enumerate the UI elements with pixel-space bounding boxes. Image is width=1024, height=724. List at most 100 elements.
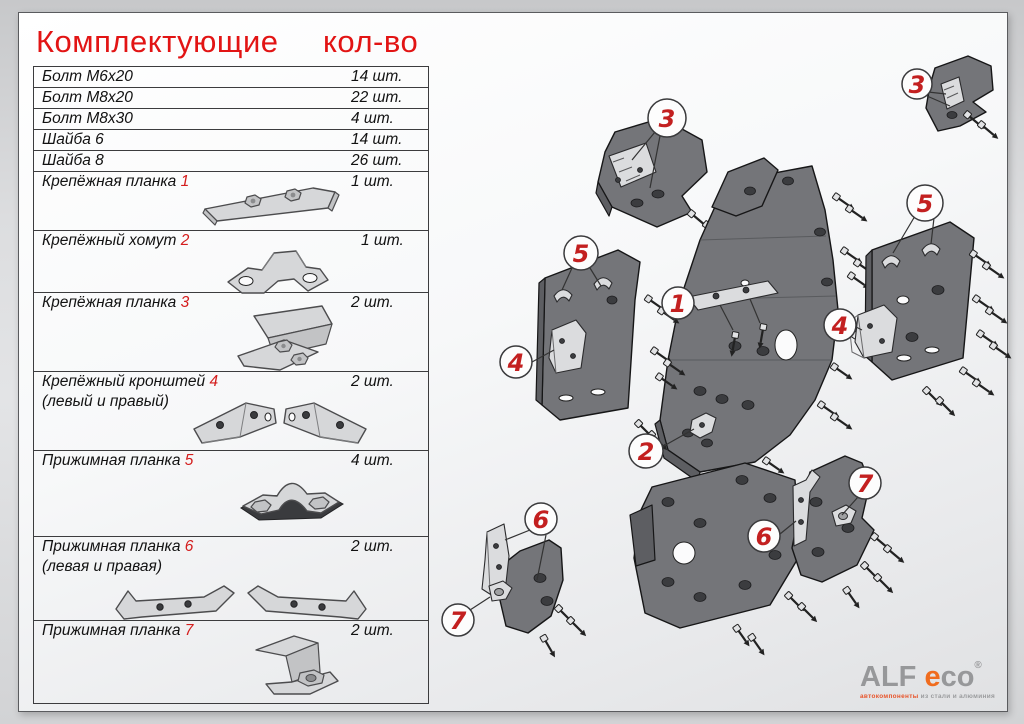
mounting-plate-1 xyxy=(687,280,779,359)
logo-tagline-accent: автокомпоненты xyxy=(860,693,919,700)
callout-7: 7 xyxy=(848,466,882,500)
table-row: Болт М6х20 14 шт. xyxy=(34,67,428,88)
callout-3: 3 xyxy=(901,68,933,100)
part-ref: 2 xyxy=(180,232,190,249)
part-name: Крепёжный хомут 2 xyxy=(42,232,189,250)
thumb-bracket-4-pair xyxy=(193,402,367,444)
bottom-middle-plate xyxy=(629,455,842,659)
strip-6-left xyxy=(481,523,510,597)
table-row: Крепёжный хомут 2 1 шт. xyxy=(34,231,428,293)
logo-tagline-rest: из стали и алюминия xyxy=(918,693,996,700)
table-row: Шайба 8 26 шт. xyxy=(34,151,428,172)
bolt-head-icon xyxy=(250,496,330,513)
part-name-text: Крепёжная планка xyxy=(42,294,177,311)
part-qty: 26 шт. xyxy=(351,152,403,169)
part-qty: 2 шт. xyxy=(351,538,394,555)
side-panel-left xyxy=(535,249,689,454)
thumb-clamp-2 xyxy=(227,250,329,294)
part-name: Болт М8х20 xyxy=(42,89,133,106)
part-qty: 22 шт. xyxy=(351,89,403,106)
alfeco-logo: ALF eco® автокомпоненты из стали и алюми… xyxy=(860,651,996,700)
thumb-clamp-5 xyxy=(240,482,344,521)
svg-text:6: 6 xyxy=(533,506,550,534)
part-qty: 2 шт. xyxy=(351,294,394,311)
part-name-text: Крепёжный хомут xyxy=(42,232,177,249)
callout-6: 6 xyxy=(747,519,781,553)
part-name: Крепёжная планка 1 xyxy=(42,173,189,191)
main-skid-plate xyxy=(654,157,879,518)
part-name-text: Прижимная планка xyxy=(42,452,181,469)
part-name-text: Крепёжная планка xyxy=(42,173,177,190)
thumb-plate-1 xyxy=(202,187,340,226)
svg-text:6: 6 xyxy=(756,523,773,551)
table-row: Болт М8х20 22 шт. xyxy=(34,88,428,109)
callout-2: 2 xyxy=(628,433,664,469)
callout-4: 4 xyxy=(499,345,533,379)
part-name: Прижимная планка 6 xyxy=(42,538,193,556)
svg-text:3: 3 xyxy=(659,105,676,133)
bracket-4-right xyxy=(848,304,898,359)
page-title-quantity: кол-во xyxy=(323,24,419,59)
part-qty: 14 шт. xyxy=(351,68,403,85)
table-row: Болт М8х30 4 шт. xyxy=(34,109,428,130)
zbracket-7-left xyxy=(488,580,513,602)
table-row: Крепёжная планка 3 2 шт. xyxy=(34,293,428,372)
part-ref: 4 xyxy=(209,373,219,390)
svg-text:5: 5 xyxy=(917,190,934,218)
part-note: (левый и правый) xyxy=(42,393,169,410)
part-qty: 1 шт. xyxy=(361,232,404,249)
bracket-3-right-instance xyxy=(925,55,1002,143)
svg-text:2: 2 xyxy=(638,438,655,466)
exploded-assembly-diagram: 3 3 5 5 1 4 4 2 6 7 6 7 xyxy=(441,55,1015,661)
part-name: Крепёжный кронштей 4 xyxy=(42,373,218,391)
callouts: 3 3 5 5 1 4 4 2 6 7 6 7 xyxy=(441,68,944,637)
thumb-bracket-3 xyxy=(237,305,333,371)
part-name: Крепёжная планка 3 xyxy=(42,294,189,312)
table-row: Крепёжный кронштей 4 (левый и правый) 2 … xyxy=(34,372,428,451)
logo-tagline: автокомпоненты из стали и алюминия xyxy=(860,693,996,700)
part-ref: 3 xyxy=(180,294,190,311)
svg-text:4: 4 xyxy=(831,312,849,340)
saddle-clamps-5-right xyxy=(881,243,941,269)
part-qty: 2 шт. xyxy=(351,622,394,639)
zbracket-7-right xyxy=(831,504,857,527)
strip-right xyxy=(247,585,367,620)
svg-text:4: 4 xyxy=(507,349,525,377)
nut-icon xyxy=(274,339,309,366)
page-title-components: Комплектующие xyxy=(36,24,279,59)
part-ref: 6 xyxy=(184,538,194,555)
logo-wordmark: ALF eco® xyxy=(860,651,994,692)
part-qty: 4 шт. xyxy=(351,452,394,469)
callout-5: 5 xyxy=(906,184,944,222)
thumb-strip-6-pair xyxy=(115,585,367,620)
part-note: (левая и правая) xyxy=(42,558,162,575)
svg-text:1: 1 xyxy=(670,290,687,318)
part-name-text: Прижимная планка xyxy=(42,622,181,639)
part-name: Шайба 6 xyxy=(42,131,104,148)
clamp-2 xyxy=(689,412,717,439)
svg-text:7: 7 xyxy=(450,607,467,635)
thumb-zbracket-7 xyxy=(255,635,339,695)
parts-table: Болт М6х20 14 шт. Болт М8х20 22 шт. Болт… xyxy=(33,66,429,704)
part-ref: 1 xyxy=(180,173,190,190)
nut-icon xyxy=(244,188,302,208)
part-name: Прижимная планка 5 xyxy=(42,452,193,470)
nut-icon xyxy=(297,669,325,687)
table-row: Прижимная планка 5 4 шт. xyxy=(34,451,428,537)
svg-text:3: 3 xyxy=(909,71,926,99)
logo-co: co xyxy=(940,661,975,693)
bracket-4-left xyxy=(548,319,587,374)
svg-text:5: 5 xyxy=(573,240,590,268)
registered-mark: ® xyxy=(974,660,982,671)
side-panel-right xyxy=(848,221,1015,420)
part-ref: 7 xyxy=(184,622,194,639)
part-qty: 2 шт. xyxy=(351,373,394,390)
part-name-text: Прижимная планка xyxy=(42,538,181,555)
svg-text:7: 7 xyxy=(857,470,874,498)
part-qty: 1 шт. xyxy=(351,173,394,190)
table-row: Крепёжная планка 1 1 шт. xyxy=(34,172,428,231)
corner-assembly-left xyxy=(481,523,590,661)
bracket-right xyxy=(283,402,367,444)
table-row: Прижимная планка 7 2 шт. xyxy=(34,621,428,705)
part-name: Болт М6х20 xyxy=(42,68,133,85)
